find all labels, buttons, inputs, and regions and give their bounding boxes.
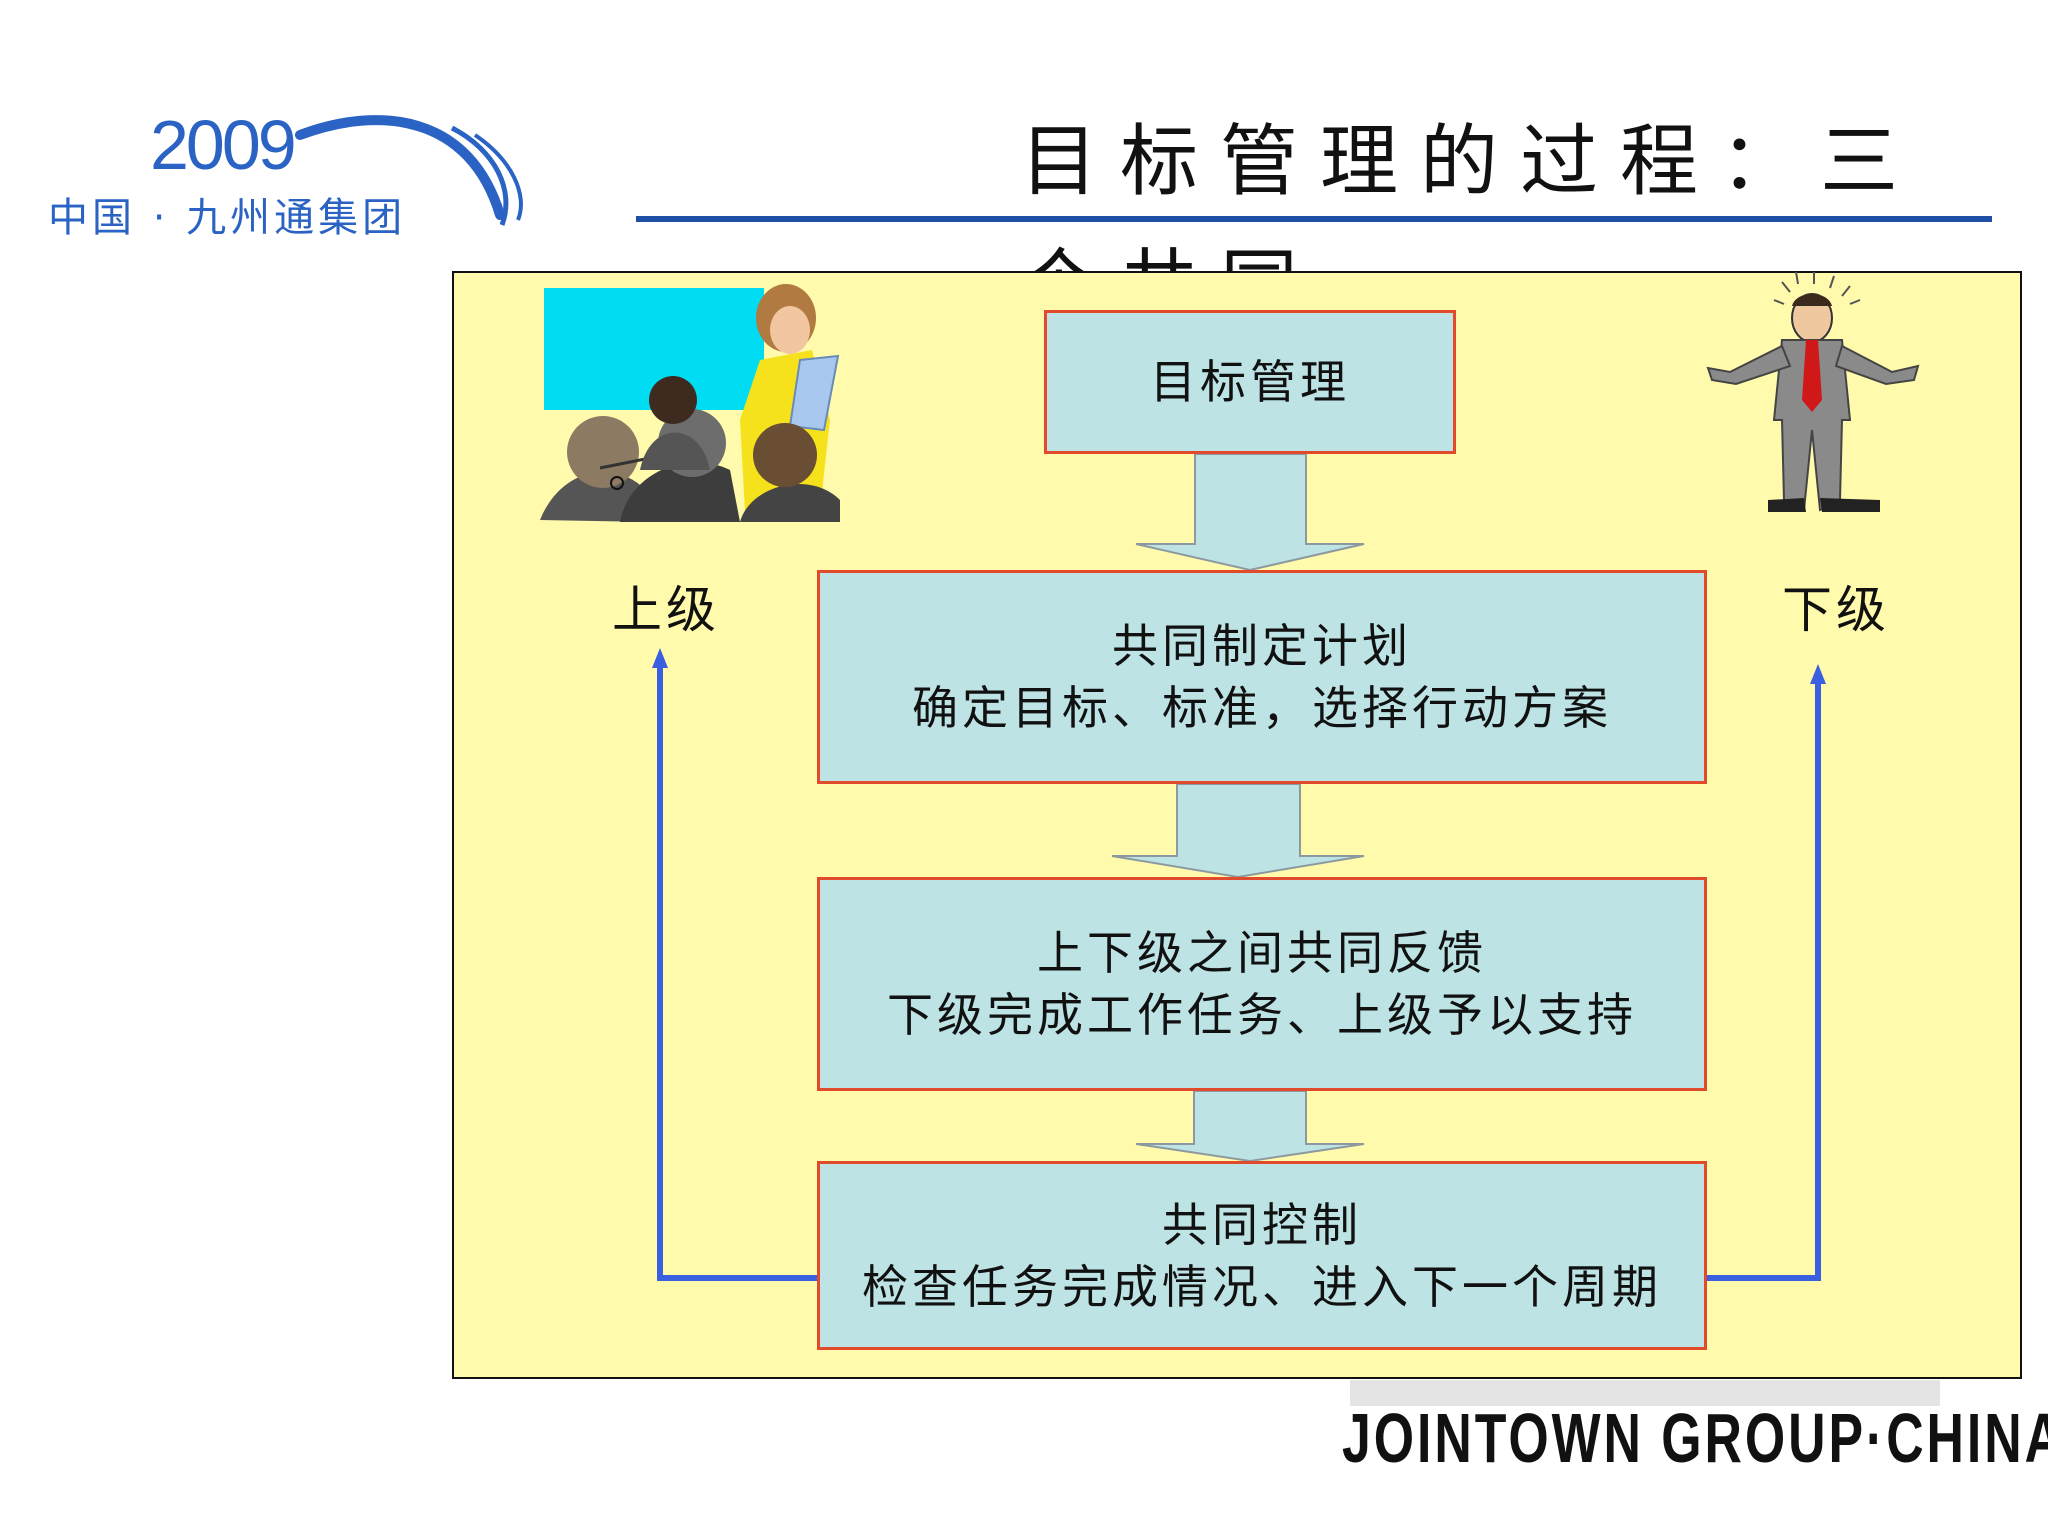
step-detail: 确定目标、标准，选择行动方案: [912, 681, 1612, 735]
title-divider: [636, 216, 1992, 222]
step-title: 目标管理: [1150, 355, 1350, 409]
flow-arrow-2: [1111, 783, 1365, 879]
role-label-subordinate: 下级: [1782, 581, 1890, 639]
flow-arrow-1: [1135, 453, 1365, 572]
step-title: 上下级之间共同反馈: [1037, 926, 1487, 980]
step-box-joint-feedback: 上下级之间共同反馈 下级完成工作任务、上级予以支持: [817, 877, 1707, 1091]
step-box-joint-planning: 共同制定计划 确定目标、标准，选择行动方案: [817, 570, 1707, 784]
logo-year: 2009: [150, 106, 297, 184]
footer-brand: JOINTOWN GROUP·CHINA: [1342, 1399, 2048, 1477]
flow-arrow-3: [1135, 1090, 1365, 1163]
step-box-joint-control: 共同控制 检查任务完成情况、进入下一个周期: [817, 1161, 1707, 1350]
step-title: 共同制定计划: [1112, 619, 1412, 673]
step-detail: 检查任务完成情况、进入下一个周期: [862, 1259, 1662, 1314]
loop-arrow-subordinate: [1707, 676, 1821, 1281]
step-detail: 下级完成工作任务、上级予以支持: [887, 988, 1637, 1042]
loop-arrow-superior: [657, 660, 817, 1281]
meeting-clipart-icon: [540, 284, 840, 522]
shrugging-man-clipart-icon: [1706, 271, 1920, 512]
step-title: 共同控制: [1162, 1197, 1362, 1252]
step-box-goal-management: 目标管理: [1044, 310, 1456, 454]
role-label-superior: 上级: [612, 581, 720, 639]
footer-band: [1350, 1380, 1940, 1406]
